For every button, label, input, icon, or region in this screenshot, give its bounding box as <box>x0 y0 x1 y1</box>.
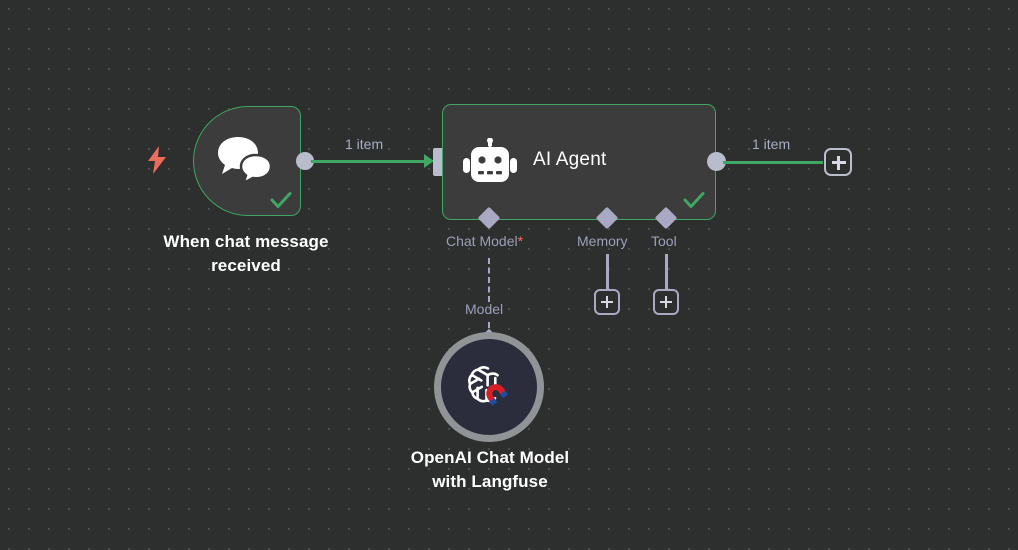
add-tool-button[interactable] <box>653 289 679 315</box>
connection-arrow-icon <box>424 154 434 168</box>
port-label-tool: Tool <box>651 233 677 249</box>
agent-input-port[interactable] <box>433 148 444 176</box>
connection-agent-to-next[interactable] <box>723 161 823 164</box>
node-when-chat-message-received[interactable] <box>193 106 301 216</box>
connection-memory-stem <box>606 254 609 291</box>
connection-trigger-to-agent[interactable] <box>311 160 427 163</box>
node-ai-agent[interactable]: AI Agent <box>442 104 716 220</box>
langfuse-magnet <box>486 384 509 406</box>
status-check-icon <box>268 187 294 213</box>
connection-label-model: Model <box>465 301 504 317</box>
connection-label-items: 1 item <box>752 136 791 152</box>
connection-tool-stem <box>665 254 668 291</box>
add-memory-button[interactable] <box>594 289 620 315</box>
robot-icon <box>463 137 517 188</box>
trigger-output-port[interactable] <box>296 152 314 170</box>
openai-langfuse-icon <box>465 363 513 411</box>
node-title-openai: OpenAI Chat Model with Langfuse <box>410 448 570 491</box>
status-check-icon <box>681 187 707 213</box>
chat-bubbles-icon <box>216 135 278 189</box>
add-next-node-button[interactable] <box>824 148 852 176</box>
node-label-ai-agent: AI Agent <box>533 149 607 170</box>
required-asterisk: * <box>517 233 524 249</box>
connection-label-items: 1 item <box>345 136 384 152</box>
port-label-chat-model-text: Chat Model <box>446 233 518 249</box>
connection-agent-to-openai[interactable] <box>488 258 490 302</box>
node-openai-chat-model[interactable] <box>434 332 544 442</box>
agent-output-port[interactable] <box>707 152 726 171</box>
port-label-memory: Memory <box>577 233 628 249</box>
lightning-bolt-icon <box>146 146 168 174</box>
node-title-trigger: When chat message received <box>163 232 329 275</box>
port-label-chat-model: Chat Model* <box>446 233 523 249</box>
